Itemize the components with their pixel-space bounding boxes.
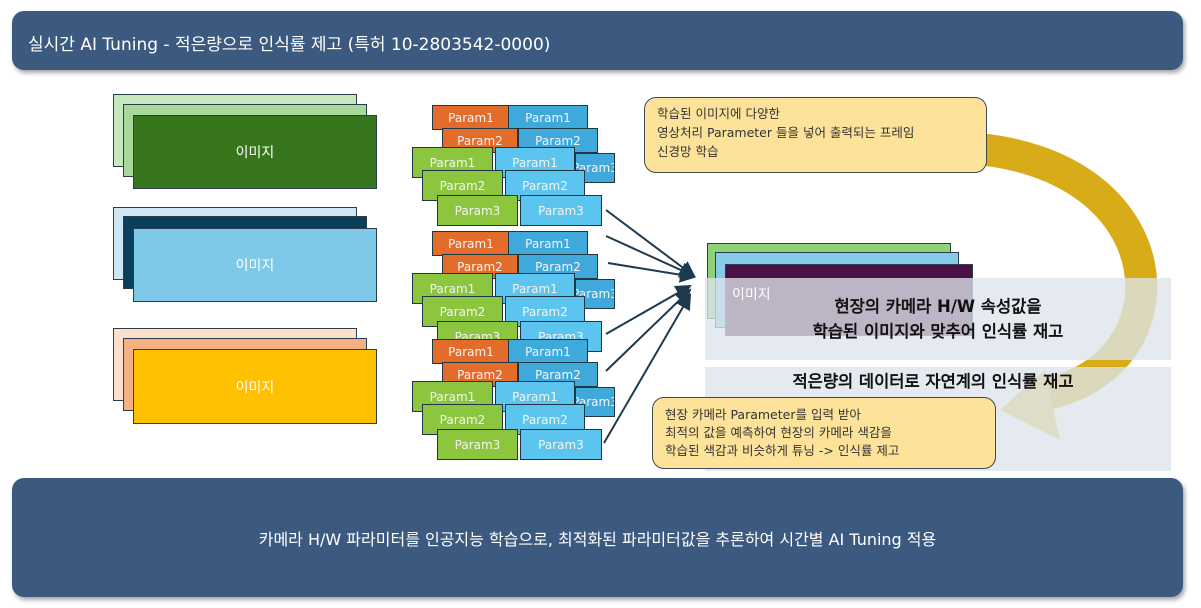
param-card: Param3	[575, 387, 615, 417]
param-card: Param3	[437, 429, 518, 460]
highlight-text-2: 적은량의 데이터로 자연계의 인식률 재고	[792, 372, 1074, 391]
param-card: Param1	[432, 105, 510, 130]
image-card: 이미지	[133, 349, 377, 424]
page-title: 실시간 AI Tuning - 적은량으로 인식률 제고 (특허 10-2803…	[28, 35, 551, 55]
footer-bar: 카메라 H/W 파라미터를 인공지능 학습으로, 최적화된 파라미터값을 추론하…	[12, 478, 1183, 597]
param-card: Param3	[575, 279, 615, 309]
center-image-label: 이미지	[732, 287, 771, 303]
title-bar: 실시간 AI Tuning - 적은량으로 인식률 제고 (특허 10-2803…	[12, 11, 1183, 70]
highlight-panel-1	[705, 278, 1171, 360]
param-card: Param1	[508, 105, 588, 130]
footer-text: 카메라 H/W 파라미터를 인공지능 학습으로, 최적화된 파라미터값을 추론하…	[258, 529, 937, 549]
param-card: Param3	[437, 195, 518, 226]
param-card: Param3	[520, 429, 602, 460]
param-card: Param1	[432, 231, 510, 256]
param-card: Param3	[520, 195, 602, 226]
param-card: Param1	[508, 231, 588, 256]
param-card: Param1	[508, 339, 588, 364]
image-card: 이미지	[133, 115, 377, 189]
image-card: 이미지	[133, 228, 377, 302]
